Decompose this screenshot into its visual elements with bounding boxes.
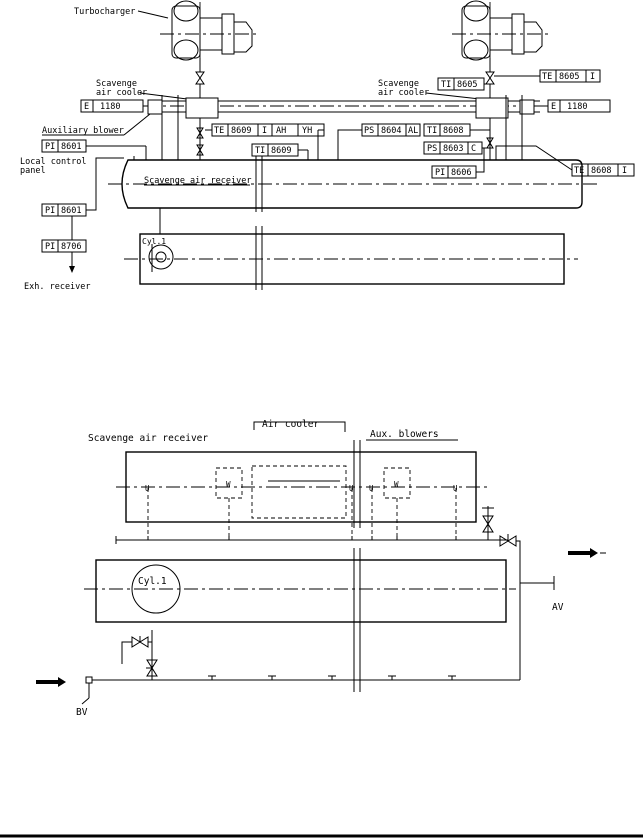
svg-text:I: I: [590, 72, 595, 82]
svg-text:PI: PI: [435, 168, 445, 178]
svg-text:AL: AL: [408, 126, 418, 136]
svg-text:TI: TI: [427, 126, 437, 136]
local-control-panel-label-1: Local control: [20, 157, 87, 167]
svg-text:U: U: [145, 484, 150, 493]
svg-text:8601: 8601: [61, 206, 81, 216]
exh-receiver-label: Exh. receiver: [24, 282, 91, 292]
tag-ti-8605: TI 8605: [437, 77, 490, 91]
tag-pi-8706: PI 8706: [41, 239, 87, 273]
svg-text:W: W: [394, 480, 399, 489]
svg-text:PI: PI: [45, 206, 55, 216]
turbocharger-left: [160, 0, 258, 98]
svg-text:8605: 8605: [559, 72, 579, 82]
scavenge-air-cooler-right: [475, 97, 509, 119]
drain-valve-left-lower: [146, 642, 158, 680]
svg-text:PS: PS: [427, 144, 437, 154]
svg-text:PI: PI: [45, 242, 55, 252]
svg-text:I: I: [622, 166, 627, 176]
auxiliary-blower-right: [519, 99, 535, 115]
local-control-panel-label-2: panel: [20, 166, 46, 176]
av-connection: AV: [520, 576, 564, 613]
svg-text:TE: TE: [574, 166, 584, 176]
scavenge-air-receiver-bottom: [116, 440, 490, 528]
scavenge-air-cooler-label-left: Scavenge air cooler: [96, 79, 188, 100]
tag-ps-8604: PS 8604 AL: [337, 123, 421, 160]
drain-valve-left-upper: [121, 630, 153, 664]
svg-text:AV: AV: [552, 602, 564, 613]
aux-blowers-label: Aux. blowers: [370, 429, 439, 440]
flow-arrow-left: [36, 677, 66, 687]
svg-text:8706: 8706: [61, 242, 81, 252]
scavenge-air-receiver-top: Scavenge air receiver: [108, 156, 600, 212]
svg-text:TI: TI: [441, 80, 451, 90]
svg-text:8605: 8605: [457, 80, 477, 90]
svg-text:Scavenge: Scavenge: [96, 79, 137, 89]
aux-blower-left: W: [215, 467, 243, 540]
tag-e-1180-right: E 1180: [534, 99, 611, 113]
bottom-diagram: Air cooler Aux. blowers Scavenge air rec…: [36, 419, 606, 718]
air-cooler-outline: [251, 465, 347, 519]
cylinder-label-bottom: Cyl.1: [138, 576, 167, 587]
svg-text:YH: YH: [302, 126, 312, 136]
svg-text:PS: PS: [364, 126, 374, 136]
tag-pi-8606: PI 8606: [431, 148, 485, 179]
svg-text:Scavenge: Scavenge: [378, 79, 419, 89]
top-diagram: Turbocharger: [20, 0, 635, 292]
svg-text:8604: 8604: [381, 126, 401, 136]
svg-text:PI: PI: [45, 142, 55, 152]
flow-arrow-right: [568, 548, 606, 558]
svg-text:U: U: [349, 484, 354, 493]
tag-te-8609: TE 8609 I AH YH: [205, 123, 325, 158]
scavenge-air-cooler-label-right: Scavenge air cooler: [378, 79, 481, 100]
svg-text:BV: BV: [76, 707, 88, 718]
aux-blower-right: W: [383, 467, 411, 540]
turbocharger-right: [452, 0, 548, 98]
scavenge-air-receiver-label-bottom: Scavenge air receiver: [88, 433, 208, 444]
svg-text:Scavenge air receiver: Scavenge air receiver: [144, 176, 251, 186]
svg-text:E: E: [84, 102, 89, 112]
svg-text:E: E: [551, 102, 556, 112]
scavenge-air-cooler-left: [185, 97, 219, 119]
svg-text:1180: 1180: [567, 102, 587, 112]
cylinder-label-top: Cyl.1: [142, 237, 166, 246]
cylinder-block-bottom: Cyl.1: [84, 548, 516, 692]
svg-text:air cooler: air cooler: [96, 88, 147, 98]
turbocharger-label: Turbocharger: [74, 7, 135, 17]
svg-text:AH: AH: [276, 126, 286, 136]
svg-text:8606: 8606: [451, 168, 471, 178]
auxiliary-blower-left: [147, 99, 163, 115]
svg-text:8608: 8608: [443, 126, 463, 136]
svg-text:air cooler: air cooler: [378, 88, 429, 98]
svg-text:8609: 8609: [231, 126, 251, 136]
svg-text:TE: TE: [542, 72, 552, 82]
tag-ti-8608: TI 8608: [423, 123, 490, 137]
tag-ps-8603: PS 8603 C: [423, 141, 490, 155]
air-cooler-label: Air cooler: [262, 419, 319, 430]
tag-pi-8601-bottom: PI 8601: [41, 157, 124, 240]
drain-valve-upper-right: [482, 506, 494, 540]
svg-text:8601: 8601: [61, 142, 81, 152]
svg-text:8603: 8603: [443, 144, 463, 154]
tag-e-1180-left: E 1180: [80, 99, 148, 113]
svg-text:1180: 1180: [100, 102, 120, 112]
tag-te-8605: TE 8605 I: [494, 69, 601, 83]
svg-text:8609: 8609: [271, 146, 291, 156]
tag-ti-8609: TI 8609: [251, 143, 309, 160]
svg-text:W: W: [226, 480, 231, 489]
svg-text:C: C: [471, 144, 476, 154]
svg-text:U: U: [453, 484, 458, 493]
drain-valve-header-right: [499, 534, 521, 680]
svg-text:U: U: [369, 484, 374, 493]
svg-text:8608: 8608: [591, 166, 611, 176]
svg-text:I: I: [262, 126, 267, 136]
bv-connection: BV: [76, 683, 90, 718]
svg-text:TE: TE: [214, 126, 224, 136]
svg-text:TI: TI: [255, 146, 265, 156]
auxiliary-blower-label: Auxiliary blower: [42, 126, 124, 136]
cylinder-block-top: Cyl.1: [124, 208, 578, 290]
tag-te-8608: TE 8608 I: [495, 145, 635, 177]
